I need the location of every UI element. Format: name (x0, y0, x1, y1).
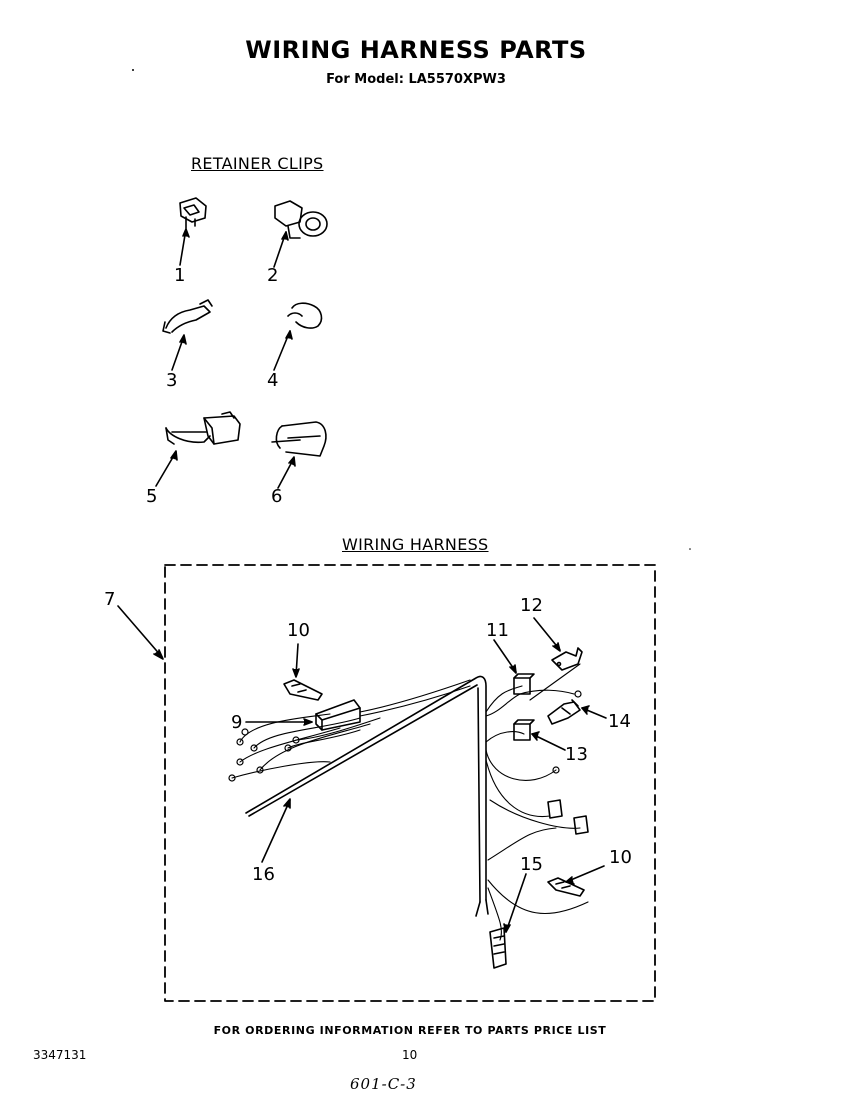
leader-line-15 (505, 873, 527, 933)
plug-15 (489, 927, 507, 969)
ring-terminals-right (552, 690, 582, 774)
connector-13 (513, 719, 535, 741)
handwritten-note: 601-C-3 (350, 1075, 417, 1093)
leader-line-16 (261, 799, 291, 863)
callout-12: 12 (520, 595, 543, 616)
retainer-clip-1 (179, 197, 207, 229)
callout-10-left: 10 (287, 620, 310, 641)
callout-5: 5 (146, 486, 158, 507)
callout-13: 13 (565, 744, 588, 765)
retainer-clip-3 (162, 299, 213, 334)
harness-assembly-16 (245, 675, 489, 917)
terminal-14 (547, 699, 581, 725)
model-subtitle: For Model: LA5570XPW3 (326, 72, 506, 87)
connector-11 (513, 673, 535, 695)
terminal-10-left (283, 679, 323, 701)
callout-7: 7 (104, 589, 116, 610)
ordering-info: FOR ORDERING INFORMATION REFER TO PARTS … (213, 1024, 607, 1037)
wire-bundle-right (485, 663, 589, 941)
callout-1: 1 (174, 265, 186, 286)
terminal-12 (551, 647, 583, 671)
leader-line-7 (117, 605, 163, 658)
callout-11: 11 (486, 620, 509, 641)
wiring-harness-heading: WIRING HARNESS (342, 535, 489, 554)
callout-16: 16 (252, 864, 275, 885)
callout-3: 3 (166, 370, 178, 391)
document-number: 3347131 (33, 1048, 87, 1062)
callout-10-right: 10 (609, 847, 632, 868)
connectors-right (547, 799, 589, 835)
retainer-clip-4 (287, 302, 323, 329)
retainer-clips-heading: RETAINER CLIPS (191, 154, 324, 173)
connector-9 (315, 699, 361, 731)
retainer-clip-6 (271, 421, 327, 457)
retainer-clip-5 (165, 411, 241, 445)
callout-6: 6 (271, 486, 283, 507)
callout-4: 4 (267, 370, 279, 391)
harness-dashed-border (164, 564, 656, 1002)
page-number: 10 (402, 1048, 418, 1062)
retainer-clip-2 (274, 200, 328, 239)
ring-terminals (228, 728, 300, 782)
wire-bundle-9 (231, 679, 471, 779)
callout-14: 14 (608, 711, 631, 732)
callout-2: 2 (267, 265, 279, 286)
page-title: WIRING HARNESS PARTS (245, 36, 587, 64)
callout-9: 9 (231, 712, 243, 733)
terminal-10-right (547, 877, 585, 897)
callout-15: 15 (520, 854, 543, 875)
